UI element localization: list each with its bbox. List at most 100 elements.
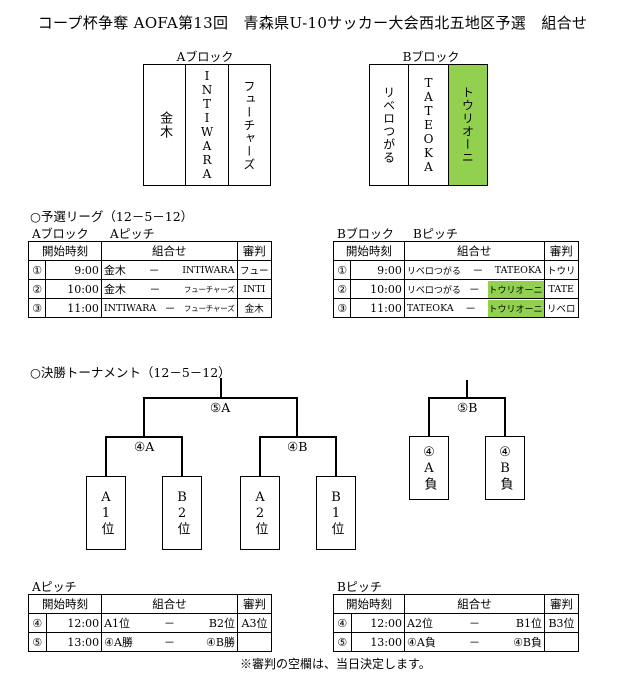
header-referee: 審判 <box>237 594 272 614</box>
block-a-box: 金木 INTIWARA フューチャーズ <box>143 64 271 186</box>
bracket-line <box>296 397 298 437</box>
prelim-a-pitch-label: Aピッチ <box>110 227 155 241</box>
table-row: ④ 12:00 A2位－B1位 B3位 <box>333 613 579 633</box>
matchup: ④A負 － ④B負 <box>404 632 546 652</box>
away-team-highlight: トウリオーニ <box>487 299 544 317</box>
bracket-line <box>105 436 107 476</box>
bracket-line <box>335 436 337 476</box>
prelim-heading: ○予選リーグ（12－5－12） <box>30 209 194 224</box>
match-number: ⑤ <box>333 632 352 652</box>
match-number: ④ <box>333 613 352 633</box>
home-team: 金木 <box>103 283 126 296</box>
dash: － <box>468 283 480 296</box>
table-row: ⑤ 13:00 ④A負－④B負 <box>333 632 579 652</box>
block-a-label: Aブロック <box>176 50 234 64</box>
block-b-box: リベロつがる TATEOKA トウリオーニ <box>369 64 488 186</box>
dash: － <box>472 264 484 277</box>
prelim-b-block-label: Bブロック <box>337 227 394 241</box>
footnote: ※審判の空欄は、当日決定します。 <box>240 657 431 671</box>
dash: － <box>468 617 480 630</box>
table-row: ① 9:00 リベロつがる－TATEOKA トウリ <box>332 260 580 280</box>
dash: － <box>164 302 176 315</box>
match-5a-label: ⑤A <box>208 400 233 415</box>
match-number: ② <box>27 279 47 299</box>
bracket-line <box>466 380 468 398</box>
match-number: ③ <box>27 298 47 318</box>
matchup: ④A勝－④B勝 <box>101 632 238 652</box>
slot-b2: B2位 <box>162 476 202 550</box>
match-time: 12:00 <box>350 613 406 633</box>
bracket-line <box>504 397 506 437</box>
matchup: A1位－B2位 <box>101 613 238 633</box>
away-team-highlight: トウリオーニ <box>487 280 544 298</box>
table-row: ③ 11:00 INTIWARA － フューチャーズ 金木 <box>27 298 273 318</box>
matchup: リベロつがる － トウリオーニ <box>403 279 545 299</box>
table-row: ① 9:00 金木－INTIWARA フュー <box>27 260 273 280</box>
page-title: コープ杯争奪 AOFA第13回 青森県U-10サッカー大会西北五地区予選 組合せ <box>37 14 588 32</box>
home-team: ④A負 <box>407 636 436 649</box>
dash: － <box>149 283 161 296</box>
match-number: ① <box>27 260 47 280</box>
away-team: ④B勝 <box>206 636 235 649</box>
table-header: 開始時刻 組合せ 審判 <box>27 594 272 614</box>
away-team: フューチャーズ <box>183 284 235 294</box>
final-b-table: 開始時刻 組合せ 審判 ④ 12:00 A2位－B1位 B3位 ⑤ 13:00 … <box>332 594 579 652</box>
referee <box>237 632 272 652</box>
table-row: ② 10:00 金木－フューチャーズ INTI <box>27 279 273 299</box>
home-team: ④A勝 <box>104 636 133 649</box>
referee: A3位 <box>237 613 272 633</box>
final-b-pitch-label: Bピッチ <box>337 580 382 594</box>
match-5b-label: ⑤B <box>455 400 480 415</box>
match-time: 10:00 <box>45 279 102 299</box>
table-header: 開始時刻 組合せ 審判 <box>332 594 579 614</box>
referee: 金木 <box>236 298 273 318</box>
prelim-a-block-label: Aブロック <box>32 227 89 241</box>
home-team: リベロつがる <box>406 285 461 296</box>
match-time: 11:00 <box>45 298 102 318</box>
table-header: 開始時刻 組合せ 審判 <box>333 241 580 261</box>
dash: － <box>465 302 477 315</box>
header-matchup: 組合せ <box>403 241 545 261</box>
bracket-line <box>220 378 222 398</box>
header-start-time: 開始時刻 <box>332 594 406 614</box>
away-team: フューチャーズ <box>183 303 235 313</box>
slot-a2: A2位 <box>240 476 280 550</box>
away-team: TATEOKA <box>494 264 542 276</box>
dash: － <box>468 636 480 649</box>
referee: B3位 <box>544 613 579 633</box>
header-matchup: 組合せ <box>404 594 546 614</box>
prelim-a-table: 開始時刻 組合せ 審判 ① 9:00 金木－INTIWARA フュー ② 10:… <box>27 241 273 318</box>
dash: － <box>163 617 175 630</box>
home-team: INTIWARA <box>103 302 157 314</box>
matchup: TATEOKA－トウリオーニ <box>403 298 545 318</box>
header-matchup: 組合せ <box>100 241 238 261</box>
referee: リベロ <box>543 298 580 318</box>
header-matchup: 組合せ <box>101 594 238 614</box>
final-heading: ○決勝トーナメント（12－5－12） <box>30 365 231 380</box>
header-referee: 審判 <box>544 594 579 614</box>
matchup: リベロつがる － TATEOKA <box>403 260 545 280</box>
block-b-team-2: TATEOKA <box>408 65 447 185</box>
slot-b1: B1位 <box>316 476 356 550</box>
bracket-line <box>259 436 336 438</box>
referee: TATE <box>543 279 580 299</box>
matchup: 金木－INTIWARA <box>100 260 238 280</box>
referee: トウリ <box>543 260 580 280</box>
matchup: 金木 － フューチャーズ <box>100 279 238 299</box>
header-start-time: 開始時刻 <box>27 594 103 614</box>
dash: － <box>148 264 160 277</box>
home-team: リベロつがる <box>406 266 461 277</box>
match-number: ① <box>332 260 352 280</box>
table-row: ④ 12:00 A1位－B2位 A3位 <box>28 613 272 633</box>
bracket-line <box>428 397 505 399</box>
match-time: 12:00 <box>45 613 103 633</box>
referee <box>544 632 579 652</box>
away-team: B1位 <box>515 617 543 630</box>
header-referee: 審判 <box>236 241 273 261</box>
slot-4a-loser: ④A負 <box>409 436 449 500</box>
away-team: ④B負 <box>513 636 543 649</box>
table-row: ⑤ 13:00 ④A勝－④B勝 <box>28 632 272 652</box>
block-a-team-3: フューチャーズ <box>227 65 270 185</box>
bracket-line <box>105 436 182 438</box>
bracket-line <box>143 397 145 437</box>
